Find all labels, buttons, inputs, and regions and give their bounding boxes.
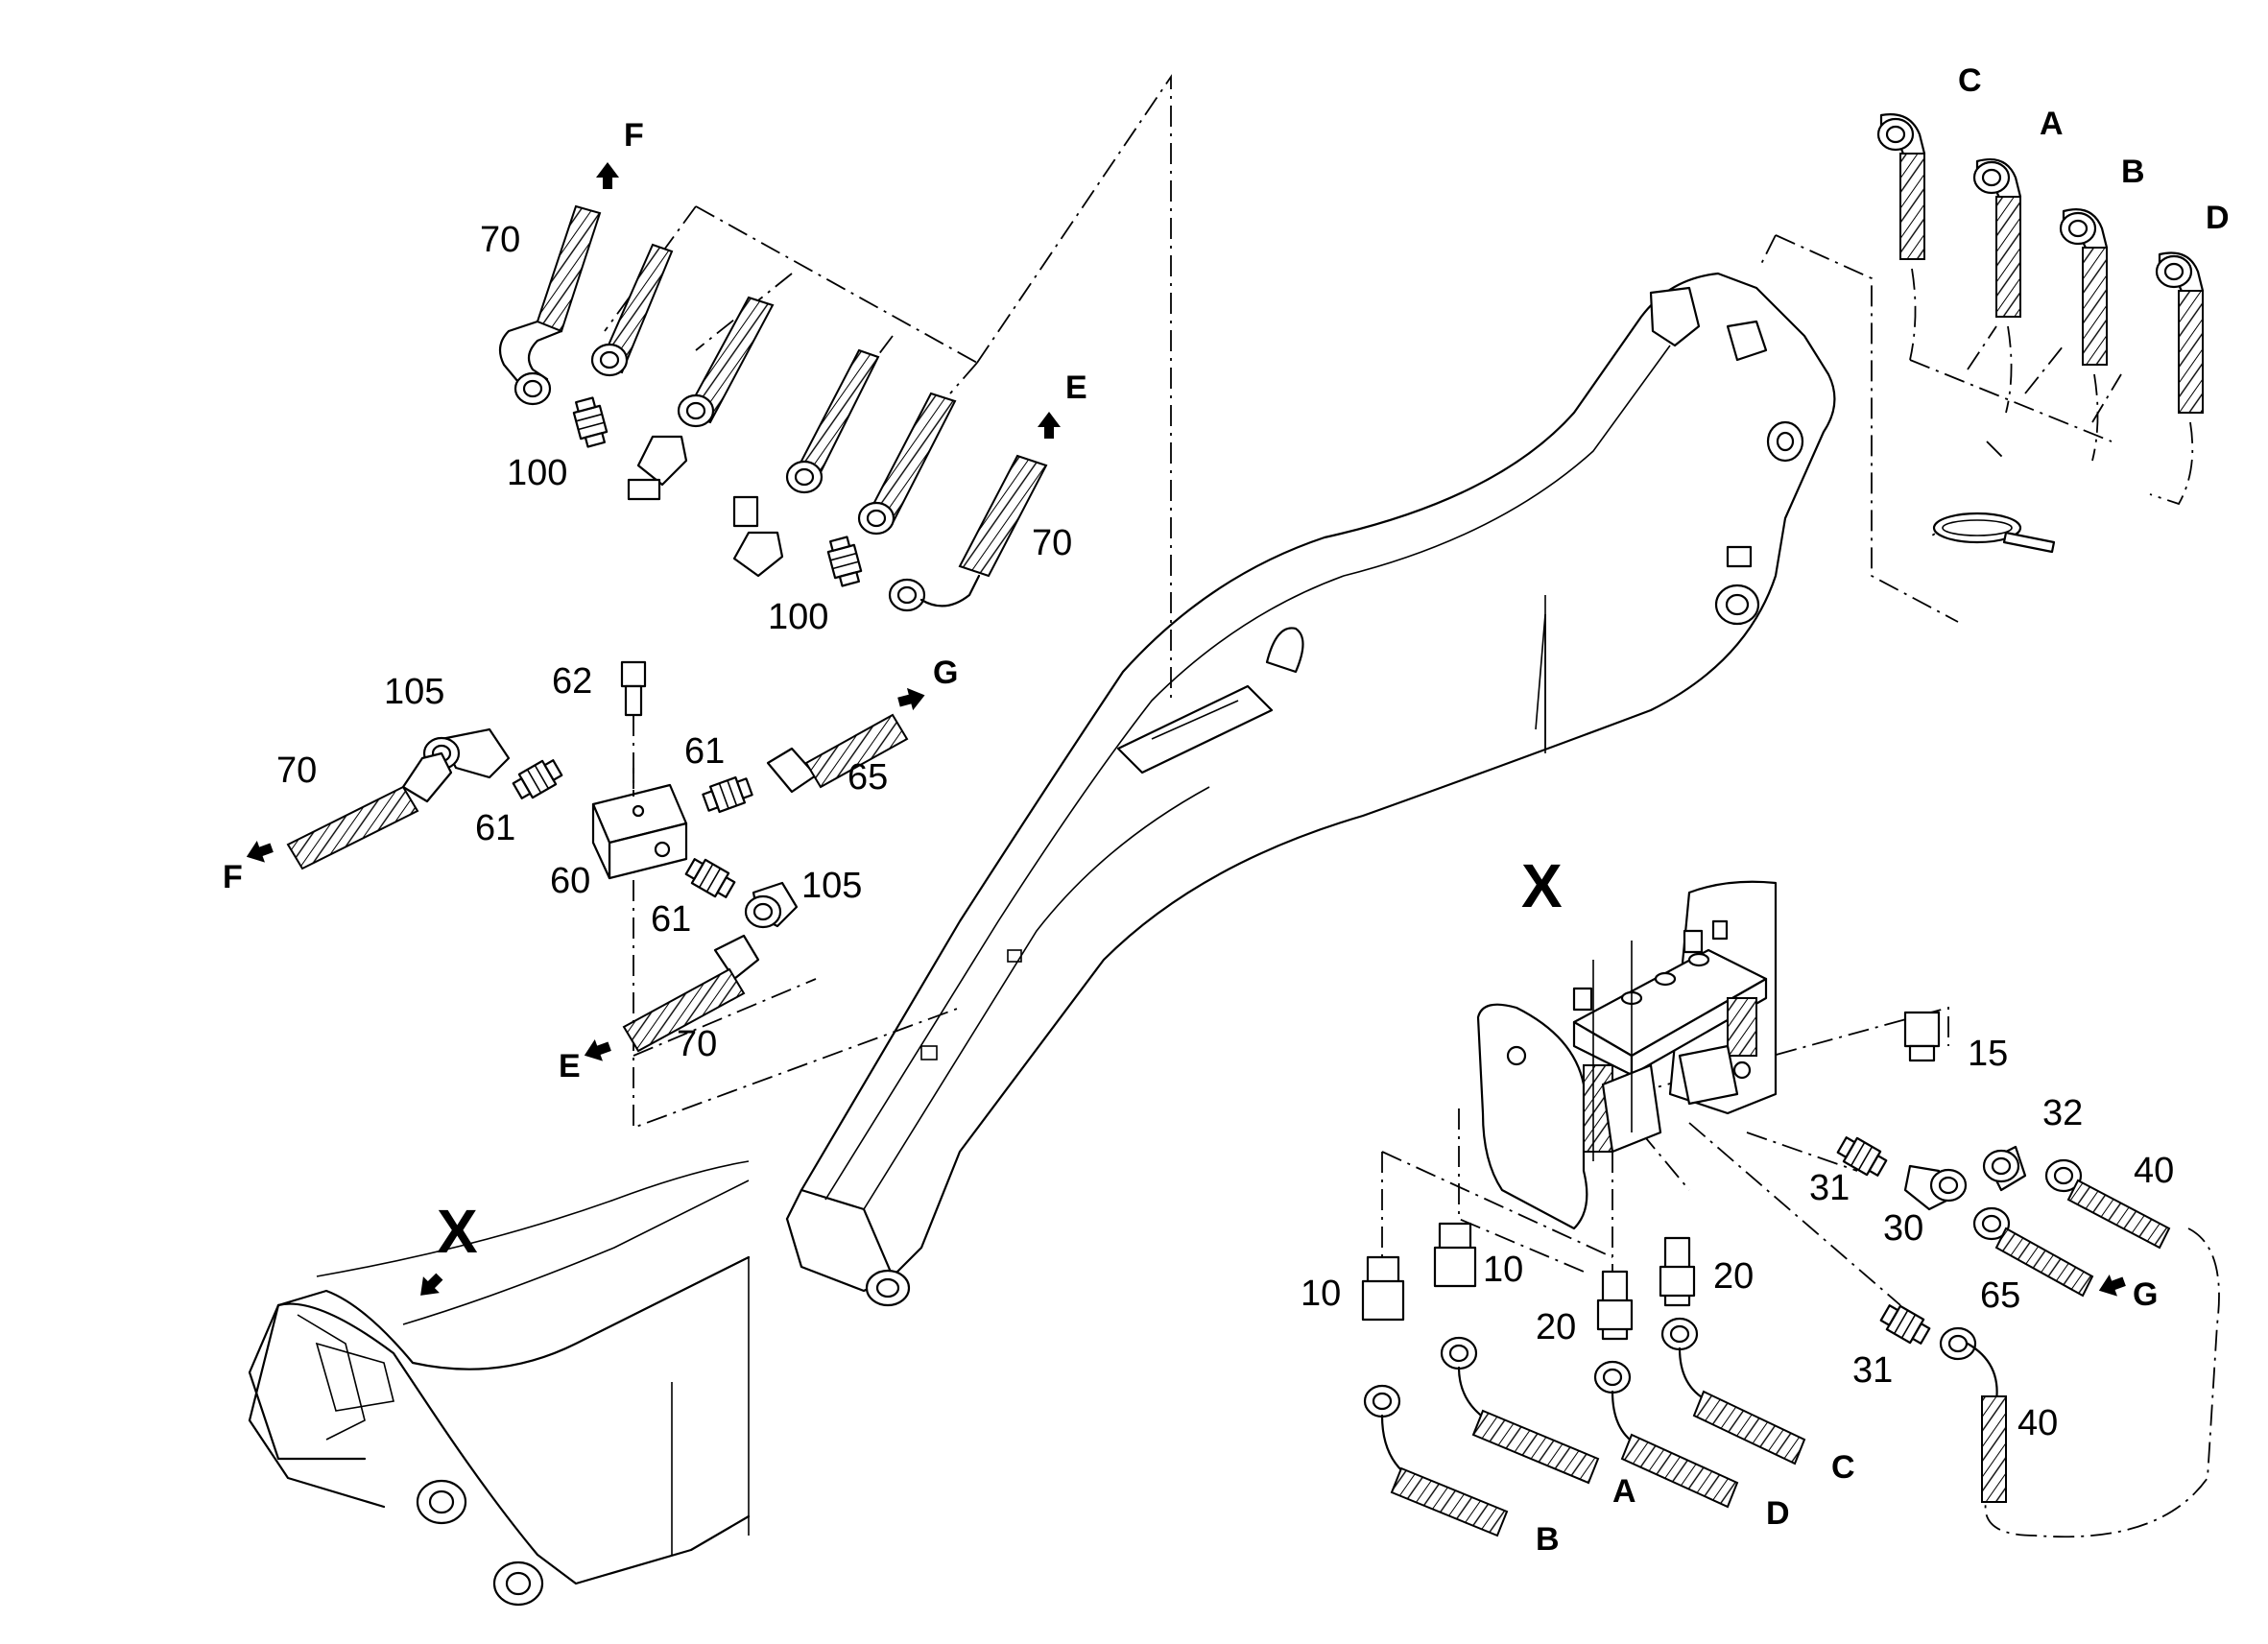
view-x-label: X bbox=[1521, 851, 1563, 920]
letter-f: F bbox=[624, 117, 644, 154]
letter-f: F bbox=[223, 859, 243, 895]
label-100: 100 bbox=[768, 597, 828, 637]
letter-g: G bbox=[933, 655, 958, 691]
hose-group-right bbox=[1876, 113, 2205, 554]
letter-d: D bbox=[2206, 200, 2230, 236]
label-61: 61 bbox=[475, 808, 515, 848]
label-40: 40 bbox=[2017, 1403, 2058, 1443]
label-31: 31 bbox=[1852, 1350, 1893, 1391]
connection-letters: F E G F E C A B D A B D C G bbox=[223, 62, 2230, 1558]
label-62: 62 bbox=[552, 661, 592, 702]
label-105: 105 bbox=[801, 866, 862, 906]
block-group bbox=[242, 660, 928, 1067]
label-60: 60 bbox=[550, 861, 590, 901]
letter-b: B bbox=[1536, 1521, 1560, 1558]
label-70: 70 bbox=[480, 220, 520, 260]
label-65: 65 bbox=[848, 757, 888, 798]
view-x-label: X bbox=[437, 1197, 478, 1266]
letter-b: B bbox=[2121, 154, 2145, 190]
label-10: 10 bbox=[1301, 1274, 1341, 1314]
label-40: 40 bbox=[2134, 1151, 2174, 1191]
label-61: 61 bbox=[651, 899, 691, 940]
view-labels: X X bbox=[437, 851, 1563, 1266]
letter-e: E bbox=[559, 1048, 581, 1084]
part-number-labels: 70 100 100 70 62 105 70 61 61 65 60 61 1… bbox=[276, 220, 2174, 1443]
letter-g: G bbox=[2133, 1276, 2158, 1313]
letter-a: A bbox=[1612, 1473, 1636, 1510]
leader-lines bbox=[604, 74, 2220, 1538]
label-31: 31 bbox=[1809, 1168, 1850, 1208]
label-30: 30 bbox=[1883, 1208, 1923, 1249]
letter-c: C bbox=[1958, 62, 1982, 99]
label-65: 65 bbox=[1980, 1275, 2020, 1316]
label-20: 20 bbox=[1536, 1307, 1576, 1347]
label-100: 100 bbox=[507, 453, 567, 493]
label-70: 70 bbox=[1032, 523, 1072, 563]
detail-x-assembly bbox=[1361, 880, 2171, 1537]
label-10: 10 bbox=[1483, 1250, 1523, 1290]
label-61: 61 bbox=[684, 731, 725, 772]
letter-a: A bbox=[2040, 106, 2064, 142]
label-20: 20 bbox=[1713, 1256, 1754, 1297]
boom-arm bbox=[785, 272, 1836, 1307]
letter-d: D bbox=[1766, 1495, 1790, 1532]
label-105: 105 bbox=[384, 672, 444, 712]
label-32: 32 bbox=[2042, 1093, 2083, 1133]
label-15: 15 bbox=[1968, 1034, 2008, 1074]
letter-e: E bbox=[1065, 369, 1087, 406]
letter-c: C bbox=[1831, 1449, 1855, 1486]
label-70: 70 bbox=[677, 1024, 717, 1064]
label-70: 70 bbox=[276, 751, 317, 791]
boom-end-detail bbox=[248, 1160, 751, 1607]
hose-group-top bbox=[498, 162, 1061, 612]
